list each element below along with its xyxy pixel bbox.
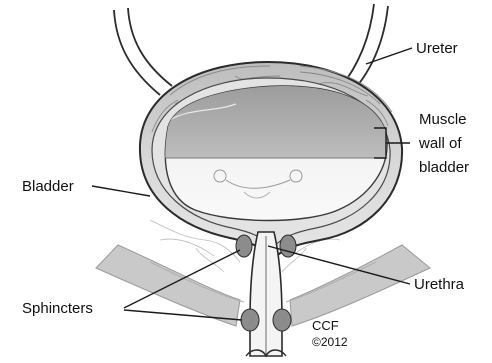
sphincter-lower-right: [273, 309, 291, 331]
muscle-wall-label-line2: wall of: [418, 135, 462, 152]
credit-line1: CCF: [312, 318, 339, 333]
muscle-wall-label-line3: bladder: [419, 159, 469, 176]
credit-line2: ©2012: [312, 335, 348, 349]
muscle-wall-label-line1: Muscle: [419, 111, 467, 128]
ureter-label: Ureter: [416, 40, 458, 57]
sphincter-lower-left: [241, 309, 259, 331]
urethra-label: Urethra: [414, 276, 465, 293]
sphincter-upper-right: [280, 235, 296, 257]
bladder-label: Bladder: [22, 178, 74, 195]
ureter-leader: [366, 48, 412, 64]
sphincters-label: Sphincters: [22, 300, 93, 317]
bladder-leader: [92, 186, 150, 196]
sphincter-upper-left: [236, 235, 252, 257]
